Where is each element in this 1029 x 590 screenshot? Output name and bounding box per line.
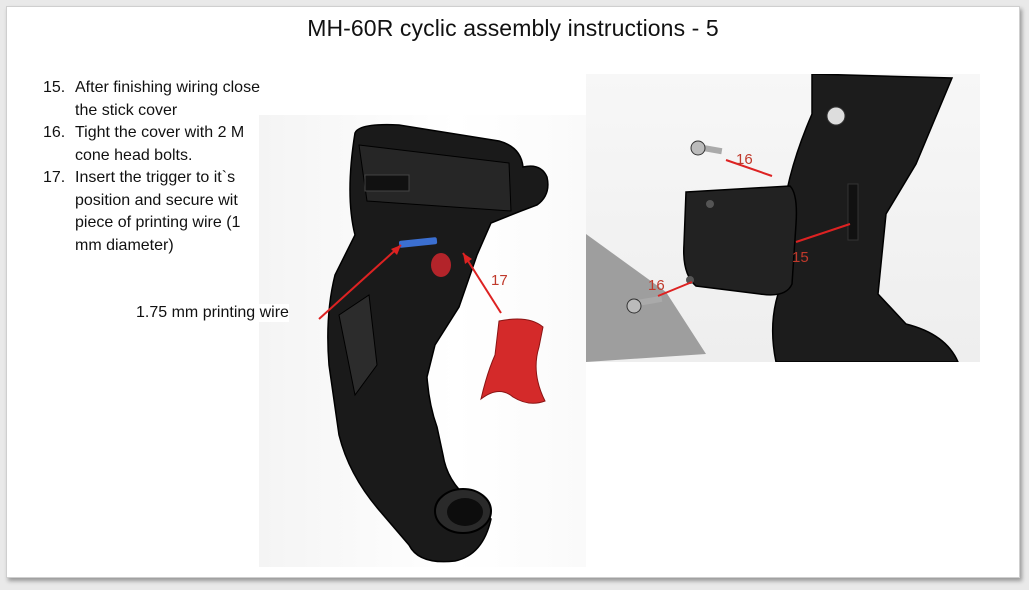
step-line: Tight the cover with 2 M	[75, 124, 245, 141]
bolt-top-arrow	[725, 159, 773, 177]
wire-arrowhead	[391, 245, 401, 255]
screw-top-head	[690, 140, 706, 156]
stick-body	[771, 73, 960, 363]
grip-side-panel	[338, 294, 378, 397]
step-17: 17. Insert the trigger to it`s position …	[43, 167, 283, 257]
cover-arrow	[795, 223, 851, 243]
top-cap-slot	[364, 174, 410, 192]
step-number: 16.	[43, 124, 66, 141]
top-bolt-head	[826, 106, 846, 126]
trigger-mount	[431, 253, 451, 277]
trigger-arrow	[462, 252, 502, 314]
step-line: piece of printing wire (1	[75, 214, 241, 231]
stick-slot	[847, 183, 859, 241]
step-line: position and secure wit	[75, 191, 238, 209]
callout-16-left: 16	[648, 277, 665, 294]
printing-wire	[398, 237, 438, 248]
cover-bolt-hole	[706, 200, 714, 208]
cyclic-grip-illustration: 17	[318, 123, 549, 563]
floor-shadow	[586, 234, 706, 362]
grip-top-cap	[358, 144, 512, 212]
slide: MH-60R cyclic assembly instructions - 5 …	[6, 6, 1020, 578]
step-number: 15.	[43, 79, 66, 96]
step-line: the stick cover	[75, 101, 178, 119]
bolt-left-arrow	[657, 281, 693, 297]
step-line: Insert the trigger to it`s	[75, 169, 236, 186]
step-15: 15. After finishing wiring close the sti…	[43, 77, 283, 122]
stick-cover-illustration: 16 16 15	[586, 73, 960, 363]
stick-cover	[683, 185, 798, 296]
step-number: 17.	[43, 169, 66, 186]
trigger-arrowhead	[463, 253, 472, 264]
callout-15: 15	[792, 249, 809, 266]
step-line: cone head bolts.	[75, 146, 193, 164]
stick-render-image: 17	[259, 115, 586, 567]
step-line: After finishing wiring close	[75, 79, 260, 96]
trigger-part	[480, 318, 546, 404]
wire-label: 1.75 mm printing wire	[136, 304, 289, 322]
step-line: mm diameter)	[75, 236, 174, 254]
step-16: 16. Tight the cover with 2 M cone head b…	[43, 122, 283, 167]
grip-tube-hole	[447, 498, 483, 526]
screw-left-head	[626, 298, 642, 314]
screw-left	[635, 295, 663, 307]
callout-16-top: 16	[736, 151, 753, 168]
wire-arrow	[318, 244, 402, 320]
slide-title: MH-60R cyclic assembly instructions - 5	[307, 15, 719, 41]
cover-render-image: 16 16 15	[586, 73, 980, 363]
callout-17: 17	[491, 272, 508, 289]
instruction-list: 15. After finishing wiring close the sti…	[43, 77, 283, 257]
grip-body	[327, 123, 549, 563]
